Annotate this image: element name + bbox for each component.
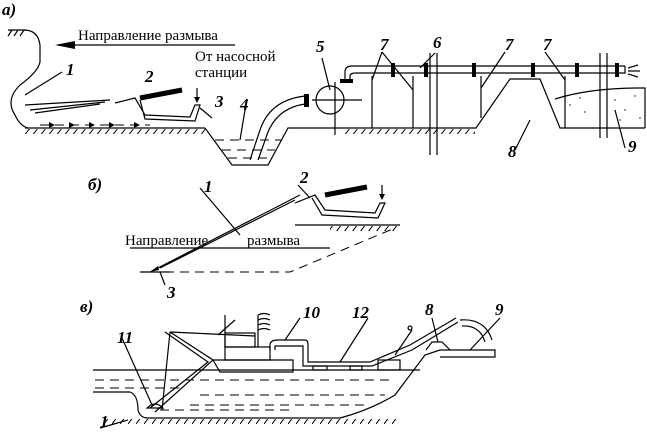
label-1: 1: [66, 60, 75, 79]
fill-mound: [554, 87, 646, 128]
bank-hatch: [7, 29, 26, 37]
source-text-1: От насосной: [195, 49, 276, 65]
jet-arrow-icon: [150, 266, 159, 272]
shore-pole: [394, 325, 413, 356]
jet-b: [140, 194, 301, 273]
left-bank: [10, 29, 41, 129]
label-3: 3: [214, 92, 224, 111]
direction-word-2: размыва: [247, 233, 300, 249]
leader-lines: [24, 51, 626, 151]
sand-dots: [569, 95, 641, 121]
panel-c: в) 11 1 10 12 8 9: [80, 297, 504, 431]
superstructure: [224, 346, 271, 361]
suction-ladder: [149, 331, 256, 413]
pump-outlet: [340, 79, 353, 83]
label-8: 8: [508, 142, 517, 161]
ground-hatch: [25, 129, 205, 134]
label-b-3: 3: [166, 283, 176, 302]
ground-right: [345, 78, 645, 129]
suction-head: [145, 403, 165, 409]
river-bed: [93, 349, 496, 419]
label-5: 5: [316, 37, 325, 56]
float-1: [312, 365, 328, 371]
label-7b: 7: [505, 35, 515, 54]
pipe-flange: [304, 94, 309, 107]
bed-hatch: [100, 419, 400, 424]
supply-arrow-b-icon: [379, 194, 385, 200]
ground-hatch-b: [330, 226, 400, 231]
pipeline: [344, 65, 626, 82]
hydromonitor-b: [294, 194, 386, 219]
hydromonitor: [114, 97, 201, 122]
suction-pipe: [249, 95, 306, 161]
panel-b: б) Направление размыва 1 2 3: [88, 168, 400, 302]
ground-hatch-right: [345, 129, 475, 134]
panel-b-label: б): [88, 175, 102, 194]
panel-a: а) Направление размыва От насосной станц…: [2, 0, 646, 166]
label-7a: 7: [380, 35, 390, 54]
monitor-handle-b: [324, 184, 368, 198]
pipe-supports: [371, 76, 566, 128]
label-b-2: 2: [299, 168, 309, 187]
direction-arrow-icon: [55, 41, 75, 49]
label-c-8: 8: [425, 300, 434, 319]
direction-text: Направление размыва: [78, 28, 218, 44]
panel-c-label: в): [80, 297, 93, 316]
label-c-1: 1: [100, 412, 109, 431]
label-c-9: 9: [495, 300, 504, 319]
mast: [217, 315, 259, 347]
label-6: 6: [433, 33, 442, 52]
label-b-1: 1: [204, 177, 213, 196]
pit-water: [215, 139, 282, 159]
direction-word-1: Направление: [125, 233, 209, 249]
label-7c: 7: [543, 35, 553, 54]
flow-arrows: [49, 122, 140, 128]
pipe-joints: [391, 63, 619, 77]
piles: [429, 53, 608, 155]
discharge-spray: [627, 64, 640, 78]
label-11: 11: [117, 328, 133, 347]
shore-block: [377, 359, 401, 371]
erosion-profile: [150, 227, 396, 273]
label-2: 2: [144, 67, 154, 86]
leader-lines-c: [99, 317, 501, 429]
water-lines: [95, 379, 395, 411]
spray-c: [459, 319, 493, 343]
source-text-2: станции: [195, 65, 247, 81]
supply-arrow-icon: [194, 97, 200, 103]
water-jet: [24, 99, 111, 114]
dike: [425, 341, 451, 351]
panel-a-label: а): [2, 0, 16, 19]
discharge-pipe: [269, 317, 459, 367]
flag: [257, 312, 271, 331]
leader-lines-b: [159, 184, 311, 286]
label-4: 4: [239, 95, 249, 114]
label-9: 9: [628, 137, 637, 156]
float-2: [349, 365, 363, 371]
monitor-handle: [139, 87, 183, 101]
label-10: 10: [303, 303, 321, 322]
sump-pit: [204, 127, 345, 166]
label-12: 12: [352, 303, 370, 322]
